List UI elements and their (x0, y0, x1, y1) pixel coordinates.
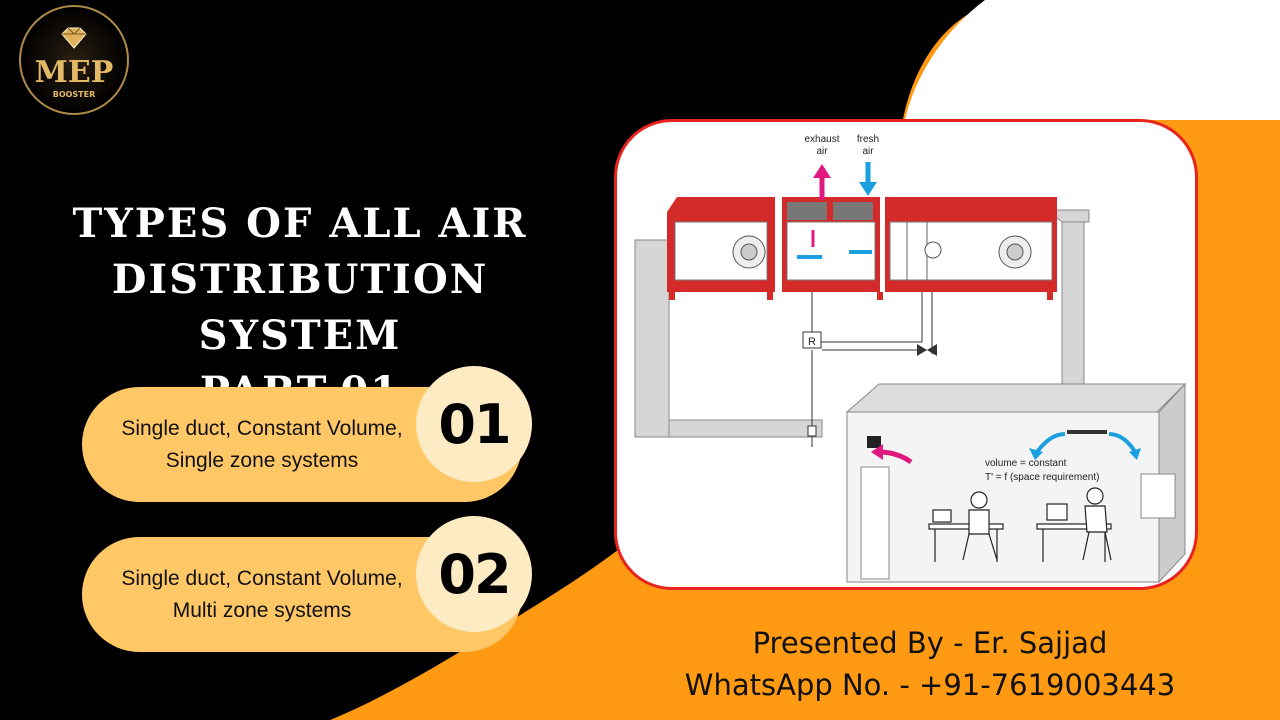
sensor-box (807, 425, 817, 437)
air-handling-unit (667, 197, 1057, 300)
white-wave (905, 0, 1280, 120)
title-line-1: TYPES OF ALL AIR (72, 200, 528, 247)
logo: MEP BOOSTER (14, 4, 134, 116)
presenter-whatsapp: WhatsApp No. - +91-7619003443 (684, 668, 1176, 702)
duct-return (634, 239, 823, 438)
control-lines (811, 292, 933, 447)
volume-label: volume = constant (985, 458, 1067, 469)
item-1-text: Single duct, Constant Volume, Single zon… (121, 416, 403, 472)
controller-label: R (808, 336, 816, 348)
temperature-label: T' = f (space requirement) (985, 472, 1099, 483)
presenter-info: Presented By - Er. Sajjad WhatsApp No. -… (640, 622, 1220, 706)
controller-box (802, 331, 822, 349)
exhaust-label-2: air (816, 146, 828, 157)
item-1-number: 01 (416, 366, 532, 482)
office-people-illustration (928, 487, 1112, 562)
item-2-text: Single duct, Constant Volume, Multi zone… (121, 566, 403, 622)
logo-brand: MEP (35, 55, 114, 90)
room (845, 382, 1187, 584)
room-return-arrow-icon (871, 444, 913, 465)
duct-supply (1045, 209, 1090, 398)
presenter-name: Presented By - Er. Sajjad (752, 626, 1108, 660)
valve-icon (917, 344, 927, 356)
diamond-icon (61, 27, 87, 49)
exhaust-label-1: exhaust (804, 134, 839, 145)
air-system-diagram: exhaust air fresh air R (614, 119, 1198, 590)
item-2-number: 02 (416, 516, 532, 632)
exhaust-arrow-icon (813, 164, 831, 200)
logo-tagline: BOOSTER (53, 90, 96, 99)
fresh-air-arrow-icon (859, 162, 877, 196)
title-line-2: DISTRIBUTION SYSTEM (111, 256, 489, 359)
fresh-label-1: fresh (857, 134, 879, 145)
fresh-label-2: air (862, 146, 874, 157)
